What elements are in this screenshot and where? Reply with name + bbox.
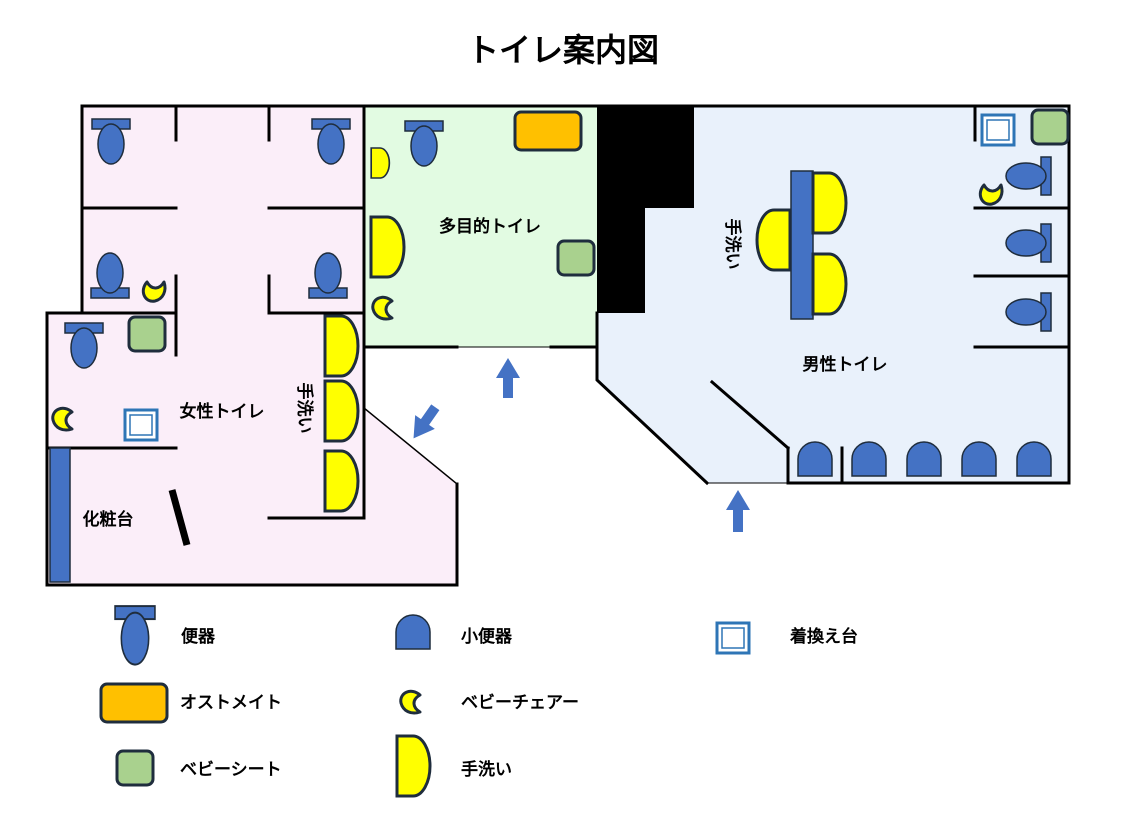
urinal-icon [906,441,942,477]
legend-item-baby-sheet: ベビーシート [115,749,282,787]
legend-label: 着換え台 [789,626,858,647]
page-title: トイレ案内図 [467,31,659,69]
legend-label: ベビーチェアー [461,693,579,713]
black-area [597,106,694,313]
sink-icon [323,379,360,443]
room-label-mens: 男性トイレ [803,354,888,375]
room-label-womens: 女性トイレ [180,401,265,422]
toilet-icon [114,605,156,666]
legend-label: ベビーシート [180,760,282,780]
baby-sheet-icon [1030,108,1070,146]
legend-item-sink: 手洗い [395,734,512,798]
fixtures [51,108,1070,513]
entrance-arrow-icon [726,490,750,532]
legend-label: オストメイト [180,693,282,713]
changing-table-icon [715,621,751,655]
sink-icon [395,734,432,798]
mirror [168,489,191,546]
mens-sink-counter [790,170,814,320]
sink-icon [811,252,848,316]
legend-item-changing-table: 着換え台 [715,621,858,655]
urinal-icon [961,441,997,477]
entrance-arrows [413,358,750,532]
legend-label: 小便器 [461,626,513,647]
legend-item-toilet: 便器 [114,605,216,666]
ostomate-icon [99,682,169,724]
legend-item-urinal: 小便器 [395,614,513,650]
urinal-icon [1016,441,1052,477]
sink-icon [323,314,360,378]
entrance-arrow-icon [496,358,520,398]
vanity-counter [49,447,71,583]
legend-item-ostomate: オストメイト [99,682,282,724]
baby-sheet-icon [556,239,596,277]
sink-icon [370,147,391,179]
changing-table-icon [123,408,159,442]
sink-icon [811,171,848,235]
sink-icon [369,215,406,279]
sink-label-mens: 手洗い [722,219,743,270]
urinal-icon [851,441,887,477]
legend: 便器 小便器 着換え台 オストメイト ベビーチェアー ベビーシート 手洗い [99,605,858,798]
legend-item-baby-chair: ベビーチェアー [399,689,579,715]
baby-sheet-icon [127,315,167,353]
changing-table-icon [980,113,1016,147]
walls [45,104,1071,587]
ostomate-icon [513,110,583,152]
urinal-icon [797,441,833,477]
urinal-icon [395,614,431,650]
sink-icon [323,449,360,513]
legend-label: 手洗い [461,759,512,780]
entrance-arrow-icon [413,404,440,439]
baby-chair-icon [399,689,422,715]
room-label-vanity: 化粧台 [83,509,134,530]
room-fills [47,106,1069,585]
baby-sheet-icon [115,749,155,787]
legend-label: 便器 [181,626,216,647]
sink-icon [755,208,792,272]
room-label-multipurpose: 多目的トイレ [439,216,541,237]
sink-label-womens: 手洗い [294,383,315,434]
